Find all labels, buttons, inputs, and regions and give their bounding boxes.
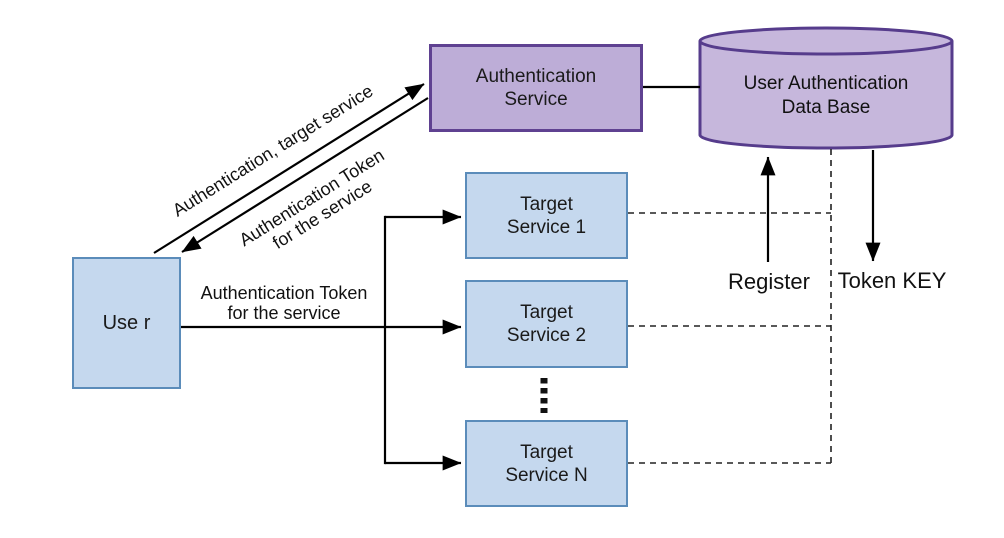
auth-service-node: Authentication Service xyxy=(429,44,643,132)
arrow-auth-to-user xyxy=(181,97,429,253)
user-node: Use r xyxy=(72,257,181,389)
label-register: Register xyxy=(728,269,810,294)
arrow-user-to-auth xyxy=(153,83,425,254)
dashed-service-database-links xyxy=(628,149,832,464)
label-token-key: Token KEY xyxy=(837,268,947,293)
database-label: User Authentication Data Base xyxy=(743,73,909,118)
database-cylinder xyxy=(698,26,954,150)
target-service-1-node: Target Service 1 xyxy=(465,172,628,259)
target-service-n-node: Target Service N xyxy=(465,420,628,507)
label-authentication-token-for-service: Authentication Token for the service xyxy=(200,283,368,323)
user-to-services-trunk xyxy=(179,215,387,465)
target-service-2-node: Target Service 2 xyxy=(465,280,628,368)
